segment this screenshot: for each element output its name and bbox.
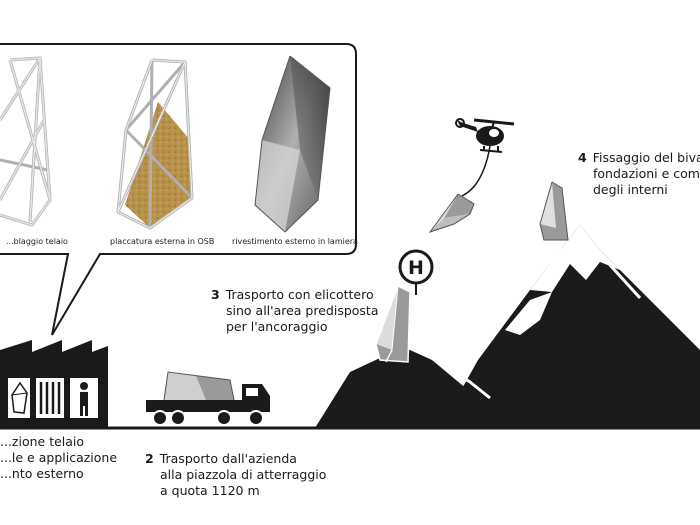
helicopter-icon — [455, 118, 515, 197]
bivouac-module-icon — [539, 181, 569, 241]
step-number: 4 — [578, 150, 587, 165]
construction-panel — [0, 43, 357, 336]
osb-panel-icon — [116, 58, 194, 230]
factory-icon — [0, 340, 108, 428]
helipad-icon: H — [398, 249, 434, 295]
truck-icon — [146, 371, 270, 426]
bivouac-module-icon — [428, 193, 475, 233]
steel-cladding-icon — [254, 55, 331, 233]
step-1-text: ...zione telaio ...le e applicazione ...… — [0, 434, 118, 481]
mountain-icon — [315, 225, 700, 428]
helipad-letter: H — [408, 257, 424, 279]
step-number: 3 — [211, 287, 220, 302]
caption-osb-sheathing: placcatura esterna in OSB — [110, 237, 215, 246]
caption-steel-cladding: rivestimento esterno in lamiera — [232, 237, 358, 246]
caption-frame-assembly: ...blaggio telaio — [6, 237, 68, 246]
bivouac-module-icon — [375, 285, 411, 363]
step-number: 2 — [145, 451, 154, 466]
